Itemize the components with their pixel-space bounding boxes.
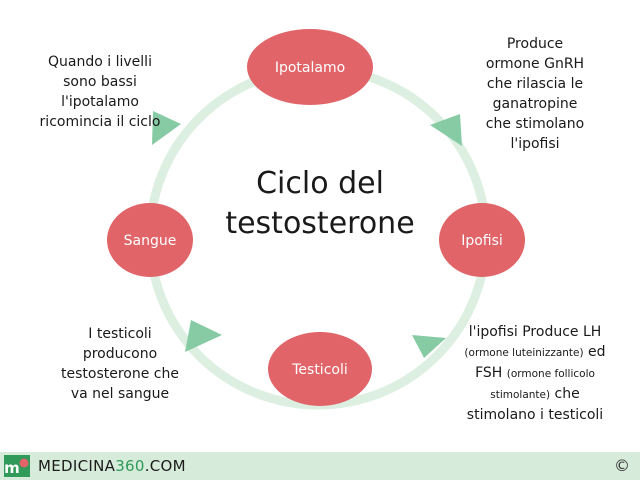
title-line: testosterone (225, 206, 415, 241)
caption-line: ormone GnRH (485, 56, 585, 72)
caption-line: ganatropine (492, 96, 578, 112)
caption-bottom-right: l'ipofisi Produce LH (ormone luteinizzan… (445, 322, 625, 425)
copyright-mark: © (614, 456, 630, 475)
caption-line: che stimolano (485, 116, 585, 132)
caption-top-left: Quando i livelli sono bassi l'ipotalamo … (25, 52, 175, 132)
caption-line: che rilascia le (486, 76, 584, 92)
caption-bottom-left: I testicoli producono testosterone che v… (40, 324, 200, 404)
caption-line: producono (82, 346, 158, 362)
caption-line: sono bassi (63, 74, 137, 90)
caption-line: ricomincia il ciclo (39, 114, 161, 130)
medicina360-logo-icon: m (4, 455, 30, 477)
brand-text-part2: 360 (115, 457, 145, 475)
caption-line: FSH (ormone follicolo (445, 363, 625, 384)
node-ipotalamo-label: Ipotalamo (275, 60, 345, 76)
caption-small-text: stimolante) (490, 389, 551, 401)
cycle-diagram: Ipotalamo Ipofisi Testicoli Sangue (107, 29, 525, 410)
caption-text: ed (583, 344, 606, 360)
caption-text: FSH (475, 365, 507, 381)
node-sangue-label: Sangue (124, 233, 177, 249)
node-testicoli-label: Testicoli (291, 362, 348, 378)
caption-line: l'ipotalamo (61, 94, 139, 110)
brand-text-part1: MEDICINA (38, 457, 116, 475)
node-ipotalamo (247, 29, 373, 105)
arrow-ipotalamo-to-ipofisi (430, 114, 462, 146)
caption-line: l'ipofisi Produce LH (468, 324, 602, 340)
caption-line: I testicoli (88, 326, 152, 342)
title-line: Ciclo del (256, 166, 384, 201)
svg-text:m: m (4, 459, 20, 477)
caption-text: che (550, 386, 580, 402)
arrow-ipofisi-to-testicoli (412, 335, 446, 358)
caption-line: Quando i livelli (48, 54, 152, 70)
caption-line: l'ipofisi (510, 136, 560, 152)
brand-text-part3: .COM (144, 457, 186, 475)
caption-small-text: (ormone luteinizzante) (464, 347, 584, 359)
caption-line: stimolano i testicoli (466, 407, 604, 423)
caption-line: va nel sangue (70, 386, 170, 402)
arrow-sangue-to-ipotalamo (152, 111, 181, 145)
footer-bar: m MEDICINA360.COM © (0, 452, 640, 480)
caption-line: Produce (506, 36, 564, 52)
node-ipofisi (439, 203, 525, 277)
node-ipofisi-label: Ipofisi (461, 233, 503, 249)
caption-top-right: Produce ormone GnRH che rilascia le gana… (460, 34, 610, 154)
caption-small-text: (ormone follicolo (506, 368, 595, 380)
node-testicoli (268, 332, 372, 406)
caption-line: (ormone luteinizzante) ed (445, 342, 625, 363)
caption-line: stimolante) che (445, 384, 625, 405)
caption-line: testosterone che (61, 366, 179, 382)
node-sangue (107, 203, 193, 277)
arrow-testicoli-to-sangue (185, 320, 222, 352)
brand-link[interactable]: MEDICINA360.COM (38, 456, 186, 476)
diagram-title: Ciclo del testosterone (200, 164, 440, 244)
